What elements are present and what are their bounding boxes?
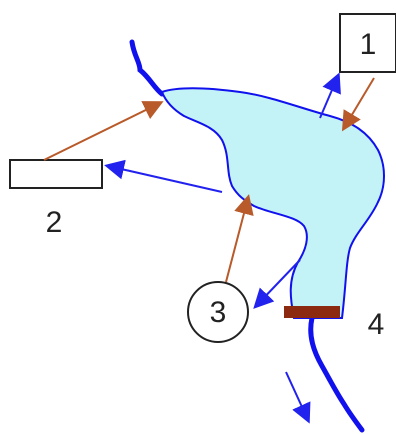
outflow-river xyxy=(308,315,365,433)
circle-3 xyxy=(187,281,249,343)
arrow-lake-to-box1 xyxy=(319,72,341,119)
circle-3-label: 3 xyxy=(210,296,227,329)
arrow-box1-to-lake xyxy=(341,77,375,132)
arrow-lake-to-box2 xyxy=(104,159,223,193)
reservoir-lake xyxy=(160,87,385,319)
dam xyxy=(284,306,340,318)
box-1-label: 1 xyxy=(360,28,377,61)
box-2 xyxy=(9,159,103,189)
inflow-river xyxy=(129,39,165,97)
arrow-downstream xyxy=(285,371,311,424)
arrow-box2-to-lake xyxy=(43,101,164,161)
box-1 xyxy=(339,13,396,73)
arrow-lake-to-circle3 xyxy=(253,259,301,309)
arrow-circle3-to-lake xyxy=(225,194,254,283)
box-2-label: 2 xyxy=(46,206,63,239)
dam-4-label: 4 xyxy=(368,308,385,341)
